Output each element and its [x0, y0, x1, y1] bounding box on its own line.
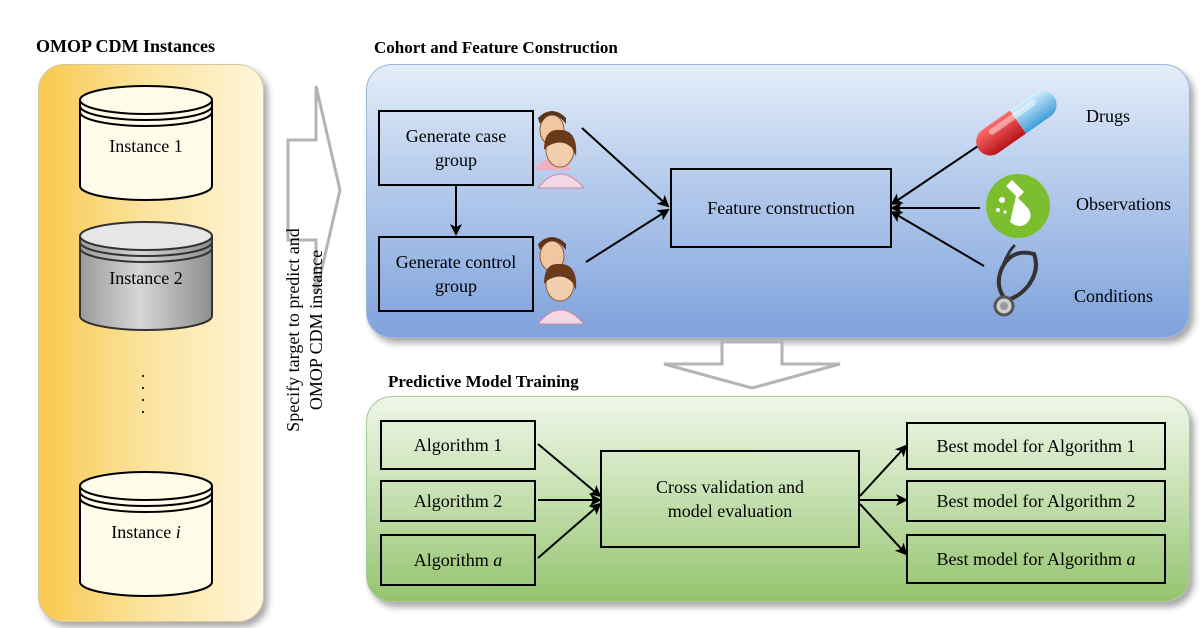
- block-arrow-icon-right: [286, 85, 342, 295]
- database-icon-instance-2: [79, 221, 213, 331]
- arrow-alga-to-cv: [537, 502, 602, 559]
- person-icon-control: [536, 237, 586, 325]
- drugs-label: Drugs: [1086, 106, 1130, 126]
- arrow-drugs-to-feature: [890, 141, 985, 206]
- case-group-box: Generate case group: [378, 110, 534, 186]
- best-model-a-var: a: [1126, 548, 1136, 569]
- database-icon-instance-1: [79, 85, 213, 201]
- arrow-cv-to-besta: [859, 503, 908, 556]
- algorithm-a-box: Algorithm a: [380, 534, 536, 586]
- algorithm-2-box: Algorithm 2: [380, 480, 536, 522]
- instances-ellipsis: · · · ·: [140, 366, 146, 422]
- best-model-a-box: Best model for Algorithm a: [906, 534, 1166, 584]
- specify-line-2: OMOP CDM instance: [305, 249, 326, 411]
- control-group-box: Generate control group: [378, 236, 534, 312]
- arrow-alg1-to-cv: [537, 443, 602, 498]
- stethoscope-icon: [993, 244, 1038, 317]
- best-model-2-box: Best model for Algorithm 2: [906, 480, 1166, 522]
- instance-i-label: Instance i: [81, 522, 211, 543]
- specify-line-1: Specify target to predict and: [283, 228, 303, 432]
- specify-target-text: Specify target to predict and OMOP CDM i…: [282, 190, 334, 470]
- block-arrow-icon-down: [663, 340, 841, 390]
- conditions-label: Conditions: [1074, 286, 1154, 306]
- database-icon-instance-i: [79, 471, 213, 597]
- instance-i-prefix: Instance: [111, 522, 176, 542]
- arrow-case-to-feature: [581, 127, 670, 208]
- algorithm-a-prefix: Algorithm: [413, 549, 494, 570]
- best-model-a-prefix: Best model for Algorithm: [936, 548, 1127, 569]
- cross-validation-box: Cross validation and model evaluation: [600, 450, 860, 548]
- instance-2-label: Instance 2: [109, 268, 183, 288]
- instance-1-label: Instance 1: [109, 136, 183, 156]
- observations-label: Observations: [1076, 194, 1171, 214]
- arrow-conditions-to-feature: [890, 210, 985, 267]
- algorithm-1-box: Algorithm 1: [380, 420, 536, 470]
- feature-construction-box: Feature construction: [670, 168, 892, 248]
- arrow-cv-to-best1: [859, 444, 908, 497]
- best-model-1-box: Best model for Algorithm 1: [906, 422, 1166, 470]
- instances-title: OMOP CDM Instances: [36, 36, 215, 56]
- cohort-title: Cohort and Feature Construction: [374, 38, 618, 57]
- training-panel: [366, 396, 1190, 602]
- flask-icon: [986, 174, 1050, 238]
- training-title: Predictive Model Training: [388, 372, 579, 391]
- arrow-control-to-feature: [585, 208, 670, 263]
- instance-i-var: i: [175, 522, 181, 542]
- algorithm-a-var: a: [493, 549, 503, 570]
- pill-icon: [976, 90, 1057, 156]
- person-icon-case: [534, 111, 586, 189]
